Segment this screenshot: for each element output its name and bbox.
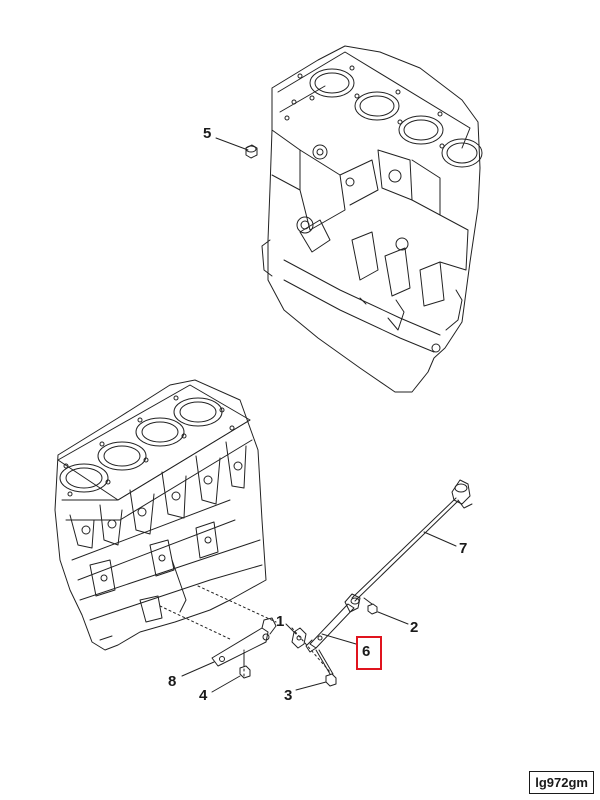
callout-1: 1 [276, 613, 285, 630]
callout-7: 7 [459, 540, 468, 557]
highlight-box-callout-6 [356, 636, 382, 670]
callout-8: 8 [168, 673, 177, 690]
callout-6: 6 [362, 643, 371, 660]
leader-line-2 [377, 611, 409, 625]
leader-line-4 [211, 675, 241, 693]
part-7-dipstick [351, 479, 473, 602]
part-3-bolt [315, 649, 337, 687]
part-2-screw [363, 597, 378, 615]
assembly-guide-8 [159, 605, 233, 641]
figure-id-label: lg972gm [529, 771, 594, 794]
leader-line-7 [423, 531, 457, 547]
callout-2: 2 [410, 619, 419, 636]
assembly-guide-3 [291, 627, 331, 673]
part-5-plug [245, 144, 258, 159]
upper-engine-block [261, 45, 483, 393]
leader-line-6 [321, 633, 357, 645]
lower-engine-block [54, 379, 267, 651]
part-6-dipstick-tube [305, 593, 361, 653]
leader-line-1 [285, 623, 297, 635]
part-8-bracket [211, 617, 277, 667]
callout-5: 5 [203, 125, 212, 142]
leader-line-3 [295, 681, 327, 691]
assembly-guide-1 [197, 585, 277, 623]
callout-4: 4 [199, 687, 208, 704]
callout-3: 3 [284, 687, 293, 704]
part-4-bolt [239, 651, 251, 679]
leader-line-5 [215, 137, 249, 151]
leader-line-8 [181, 661, 215, 677]
part-1-clip [291, 627, 307, 649]
